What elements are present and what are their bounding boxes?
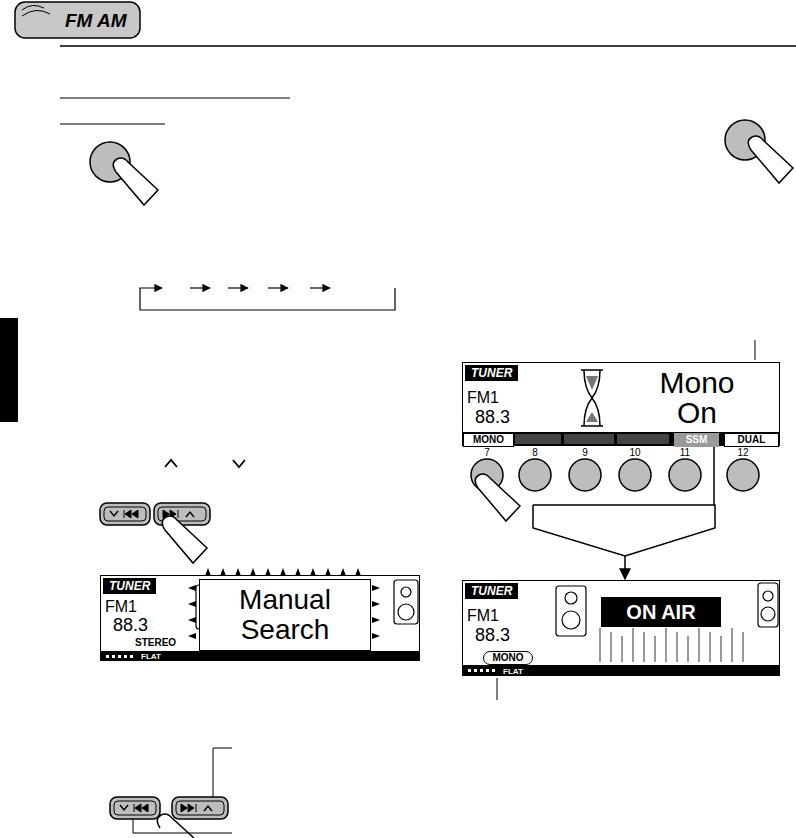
display-text: Manual Search <box>210 585 360 645</box>
display-text: MONO <box>492 653 523 663</box>
callout-number: 7 <box>484 448 490 458</box>
seek-buttons <box>100 503 210 563</box>
display-text: STEREO <box>135 638 176 648</box>
display-text: Mono On <box>641 368 753 428</box>
display-text: 88.3 <box>475 626 510 644</box>
finger <box>748 136 793 183</box>
display-text: 88.3 <box>113 616 148 634</box>
display-text: 88.3 <box>475 408 510 426</box>
display-text: FLAT <box>141 653 161 661</box>
callout-number: 12 <box>737 448 748 458</box>
lcd-artwork <box>100 568 420 661</box>
display-text: FM1 <box>467 608 499 624</box>
function-tab: SSM <box>674 433 719 447</box>
display-text: ON AIR <box>626 602 695 622</box>
seek-buttons <box>110 748 232 838</box>
display-text: FM <box>65 11 92 30</box>
status-box: ON AIR <box>601 597 721 627</box>
callout-number: 10 <box>629 448 640 458</box>
lcd-artwork <box>462 583 780 700</box>
function-tab: DUAL <box>724 433 779 447</box>
header-rule <box>60 45 796 47</box>
lcd-display: MONO ON AIR TUNER FM1 88.3FLAT <box>462 580 780 676</box>
band-icon: FM AM <box>15 2 140 38</box>
display-text: MONO <box>473 435 504 445</box>
lcd-display: MONO SSM DUAL TUNER FM1 88.3 Mono On <box>462 362 780 446</box>
band-icon <box>15 2 140 38</box>
lcd-display: Manual Search TUNER FM188.3STEREO FLAT <box>100 575 420 661</box>
lcd-artwork <box>462 340 780 446</box>
preset-buttons <box>471 459 759 491</box>
down-symbol <box>233 460 245 467</box>
display-text: TUNER <box>103 578 156 594</box>
display-text: AM <box>97 11 127 30</box>
up-symbol <box>165 460 177 467</box>
callout-number: 8 <box>532 448 538 458</box>
mono-indicator: MONO <box>483 651 533 665</box>
section-tab <box>0 318 18 422</box>
display-text: DUAL <box>738 435 766 445</box>
underline <box>60 98 290 99</box>
display-text: FM1 <box>105 599 137 615</box>
display-text: FM1 <box>467 390 499 406</box>
finger <box>475 474 520 521</box>
cycle-arrows <box>140 288 395 310</box>
underline <box>60 124 165 125</box>
function-tab: MONO <box>463 433 514 447</box>
transition-arrow <box>533 446 715 579</box>
wave-mark <box>22 5 50 16</box>
display-text: TUNER <box>465 583 518 599</box>
callout-number: 11 <box>680 448 690 458</box>
rules <box>60 46 796 124</box>
display-text: FLAT <box>503 668 523 676</box>
finger <box>113 158 158 205</box>
display-message: Manual Search <box>199 579 371 651</box>
display-text: TUNER <box>465 365 518 381</box>
display-text: SSM <box>686 435 708 445</box>
callout-number: 9 <box>582 448 588 458</box>
